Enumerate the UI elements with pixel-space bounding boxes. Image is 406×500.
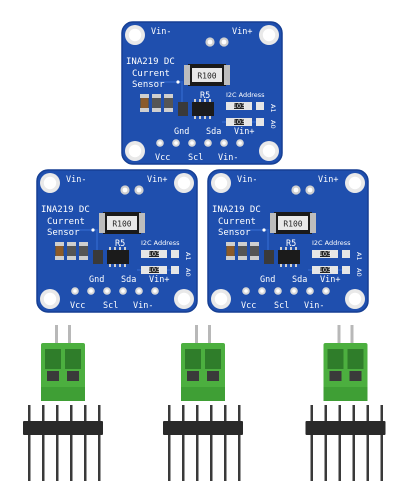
- ina219-chip-icon: [192, 99, 214, 119]
- mounting-hole-icon: [345, 173, 365, 193]
- board-title: INA219 DC: [126, 57, 175, 67]
- vin-minus-bottom-label: Vin-: [133, 301, 153, 311]
- a0-jumper-label: A0: [355, 268, 363, 277]
- gnd-label: Gnd: [260, 275, 275, 285]
- pin-header-icon: [23, 405, 103, 481]
- accessory-set-left: [18, 325, 108, 485]
- accessory-set-middle: [158, 325, 248, 485]
- r5-label: R5: [286, 239, 296, 249]
- i2c-address-label: I2C Address: [141, 239, 180, 247]
- screw-terminal-icon: [323, 325, 368, 401]
- accessory-graphic: [163, 325, 243, 481]
- vin-plus-bottom-label: Vin+: [320, 275, 340, 285]
- board-subtitle-current: Current: [218, 217, 256, 227]
- scl-label: Scl: [274, 301, 289, 311]
- board-title: INA219 DC: [212, 205, 261, 215]
- vin-plus-label: Vin+: [147, 175, 167, 185]
- smd-code-label: 103: [148, 250, 160, 258]
- vin-minus-bottom-label: Vin-: [304, 301, 324, 311]
- shunt-resistor-label: R100: [112, 220, 131, 229]
- mounting-hole-icon: [174, 173, 194, 193]
- board-subtitle-current: Current: [132, 69, 170, 79]
- mounting-hole-icon: [259, 25, 279, 45]
- vin-plus-bottom-label: Vin+: [149, 275, 169, 285]
- smd-code-label: 103: [233, 118, 245, 126]
- i2c-address-label: I2C Address: [312, 239, 351, 247]
- smd-code-label: 103: [148, 266, 160, 274]
- accessory-graphic: [305, 325, 386, 481]
- i2c-address-label: I2C Address: [226, 91, 265, 99]
- shunt-resistor-label: R100: [283, 220, 302, 229]
- scl-label: Scl: [188, 153, 203, 163]
- ina219-chip-icon: [107, 247, 129, 267]
- a1-jumper-label: A1: [355, 252, 363, 261]
- vin-minus-label: Vin-: [66, 175, 86, 185]
- mounting-hole-icon: [125, 141, 145, 161]
- vcc-label: Vcc: [241, 301, 256, 311]
- accessory-graphic: [23, 325, 103, 481]
- mounting-hole-icon: [345, 289, 365, 309]
- board-subtitle-sensor: Sensor: [218, 228, 251, 238]
- mounting-hole-icon: [211, 173, 231, 193]
- gnd-label: Gnd: [174, 127, 189, 137]
- mounting-hole-icon: [259, 141, 279, 161]
- a0-jumper-label: A0: [269, 120, 277, 129]
- a1-jumper-label: A1: [184, 252, 192, 261]
- sda-label: Sda: [206, 127, 221, 137]
- shunt-resistor-label: R100: [197, 72, 216, 81]
- board-subtitle-current: Current: [47, 217, 85, 227]
- sda-label: Sda: [121, 275, 136, 285]
- smd-code-label: 103: [319, 266, 331, 274]
- vin-minus-label: Vin-: [237, 175, 257, 185]
- pin-header-icon: [305, 405, 386, 481]
- screw-terminal-icon: [181, 325, 225, 401]
- pin-header-icon: [163, 405, 243, 481]
- r5-label: R5: [200, 91, 210, 101]
- mounting-hole-icon: [174, 289, 194, 309]
- vin-minus-bottom-label: Vin-: [218, 153, 238, 163]
- a1-jumper-label: A1: [269, 104, 277, 113]
- smd-code-label: 103: [319, 250, 331, 258]
- r5-label: R5: [115, 239, 125, 249]
- smd-code-label: 103: [233, 102, 245, 110]
- sda-label: Sda: [292, 275, 307, 285]
- scl-label: Scl: [103, 301, 118, 311]
- vin-plus-bottom-label: Vin+: [234, 127, 254, 137]
- mounting-hole-icon: [211, 289, 231, 309]
- gnd-label: Gnd: [89, 275, 104, 285]
- vcc-label: Vcc: [70, 301, 85, 311]
- a0-jumper-label: A0: [184, 268, 192, 277]
- board-subtitle-sensor: Sensor: [47, 228, 80, 238]
- board-title: INA219 DC: [41, 205, 90, 215]
- accessory-set-right: [298, 325, 393, 485]
- vin-minus-label: Vin-: [151, 27, 171, 37]
- mounting-hole-icon: [40, 289, 60, 309]
- screw-terminal-icon: [41, 325, 85, 401]
- mounting-hole-icon: [125, 25, 145, 45]
- board-subtitle-sensor: Sensor: [132, 80, 165, 90]
- vin-plus-label: Vin+: [318, 175, 338, 185]
- ina219-chip-icon: [278, 247, 300, 267]
- vin-plus-label: Vin+: [232, 27, 252, 37]
- vcc-label: Vcc: [155, 153, 170, 163]
- mounting-hole-icon: [40, 173, 60, 193]
